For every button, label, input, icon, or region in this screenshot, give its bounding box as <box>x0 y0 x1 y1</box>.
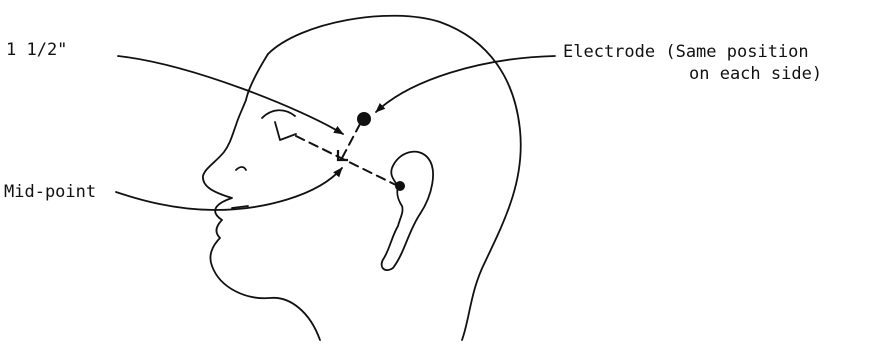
electrode-label-line1: Electrode (Same position <box>563 42 809 63</box>
ear <box>382 152 433 270</box>
dashed-line-midpoint-to-electrode <box>342 124 360 158</box>
arrow-midpoint <box>116 168 342 210</box>
eye <box>275 122 296 140</box>
midpoint-label: Mid-point <box>4 182 96 203</box>
face-profile <box>203 54 320 340</box>
arrow-electrode <box>376 56 555 112</box>
electrode-label-line2: on each side) <box>689 64 822 85</box>
electrode-dot <box>357 112 371 126</box>
ear-reference-dot <box>395 181 405 191</box>
measurement-label: 1 1/2" <box>6 40 67 61</box>
eyebrow <box>262 110 295 118</box>
arrow-measurement <box>118 56 343 134</box>
nostril <box>236 167 246 170</box>
